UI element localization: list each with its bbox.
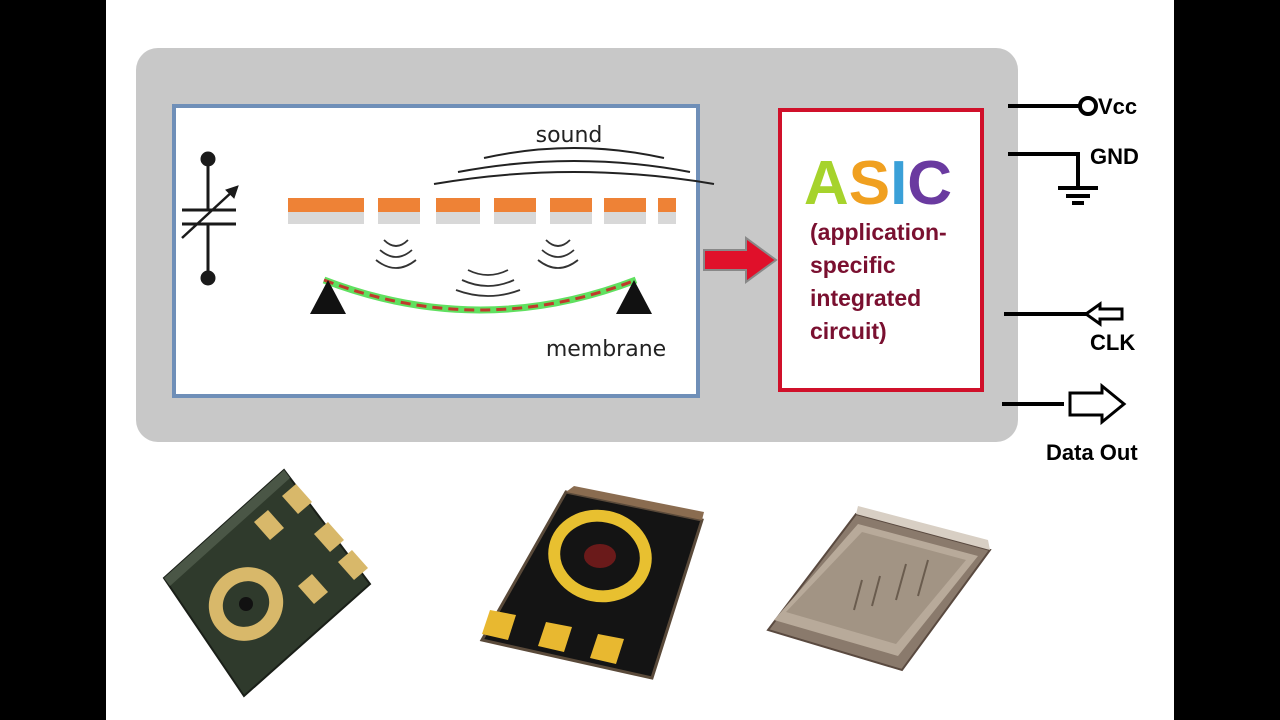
mems-chip-metal-can — [766, 506, 992, 672]
asic-title: ASIC — [804, 149, 952, 218]
left-support-icon — [310, 280, 346, 314]
slide: sound — [106, 0, 1174, 720]
ground-symbol-icon — [1058, 186, 1098, 205]
gnd-label: GND — [1090, 144, 1139, 169]
reflected-wave-icons — [375, 239, 579, 297]
membrane-label: membrane — [546, 337, 666, 362]
asic-panel-border — [778, 108, 984, 392]
clk-input-arrow-icon — [1083, 301, 1124, 327]
asic-desc-line2: specific — [810, 252, 896, 278]
asic-panel: ASIC (application- specific integrated c… — [778, 108, 984, 392]
sound-label: sound — [536, 123, 603, 148]
signal-arrow-icon — [703, 236, 778, 284]
mems-microphone-diagram: sound — [136, 48, 1139, 698]
membrane — [310, 276, 652, 314]
sound-port-icon — [208, 567, 284, 641]
asic-desc-line3: integrated — [810, 285, 921, 311]
backplate — [288, 198, 676, 224]
clk-pin: CLK — [1004, 301, 1135, 355]
mems-chip-ring — [479, 486, 704, 680]
mems-chip-bottom-port — [162, 468, 372, 698]
sound-wave-icon — [433, 147, 715, 185]
gnd-pin: GND — [1008, 144, 1139, 205]
sound-port-ring-icon — [548, 509, 652, 603]
vcc-label: Vcc — [1098, 94, 1137, 119]
asic-desc-line4: circuit) — [810, 318, 887, 344]
data-out-arrow-icon — [1068, 382, 1127, 426]
mems-sensor-panel: sound — [172, 104, 715, 398]
data-out-pin: Data Out — [1002, 382, 1138, 465]
mems-panel-border — [172, 104, 700, 398]
data-out-label: Data Out — [1046, 440, 1138, 465]
vcc-terminal-icon — [1078, 96, 1098, 116]
asic-desc-line1: (application- — [810, 219, 947, 245]
clk-label: CLK — [1090, 330, 1135, 355]
variable-capacitor-icon — [181, 151, 239, 286]
right-support-icon — [616, 280, 652, 314]
vcc-pin: Vcc — [1008, 94, 1137, 119]
